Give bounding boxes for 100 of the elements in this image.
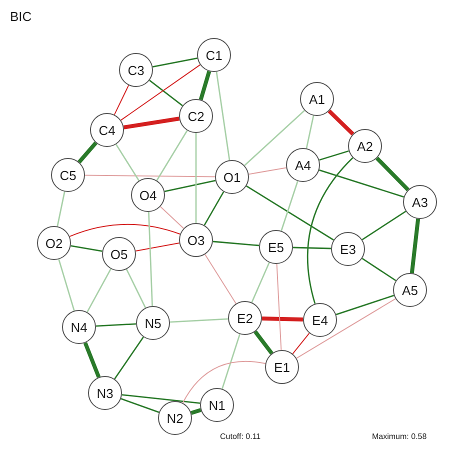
edge-line — [182, 360, 266, 404]
edge-line — [198, 70, 212, 100]
edge-line — [216, 72, 230, 160]
node-label: A1 — [309, 92, 325, 106]
edge-line — [246, 185, 334, 241]
edge-line — [78, 142, 98, 164]
node-circle — [197, 38, 231, 72]
edge-line — [69, 224, 181, 237]
node-circle — [403, 185, 437, 219]
node-label: E5 — [268, 240, 284, 254]
node-circle — [88, 376, 122, 410]
node-circle — [179, 99, 213, 133]
node-label: A2 — [357, 138, 373, 154]
node-label: C4 — [98, 122, 116, 138]
edge-line — [160, 206, 184, 229]
edge-line — [292, 246, 332, 250]
node-circle — [215, 160, 249, 194]
node-circle — [102, 237, 136, 271]
node-label: O3 — [187, 232, 205, 248]
edge-line — [318, 169, 404, 198]
edge-line — [307, 157, 354, 304]
node-circle — [300, 82, 334, 116]
edge-line — [204, 254, 236, 304]
edge-line — [96, 323, 136, 327]
node-circle — [51, 158, 85, 192]
node-label: E3 — [340, 242, 356, 256]
node-circle — [90, 113, 124, 147]
edge-line — [190, 408, 202, 415]
edge-line — [204, 191, 224, 226]
edge-line — [410, 218, 420, 274]
node-label: N4 — [70, 320, 88, 334]
node-label: A4 — [295, 158, 311, 172]
edge-line — [262, 316, 304, 322]
node-label: C1 — [206, 48, 222, 62]
node-label: N3 — [96, 386, 114, 400]
node-circle — [393, 273, 427, 307]
edge-line — [135, 242, 180, 252]
node-circle — [259, 230, 293, 264]
node-circle — [179, 223, 213, 257]
edge-line — [120, 398, 160, 413]
edge-line — [280, 180, 298, 232]
node-label: N2 — [166, 410, 184, 426]
edge-line — [148, 212, 153, 306]
edge-line — [114, 84, 130, 116]
edge-line — [170, 318, 228, 323]
edge-line — [248, 167, 287, 175]
node-circle — [37, 226, 71, 260]
node-label: A5 — [402, 282, 418, 298]
note-text: Cutoff: 0.11 — [220, 432, 261, 441]
edge-line — [276, 264, 282, 350]
node-label: N1 — [208, 398, 226, 412]
edge-line — [319, 150, 349, 161]
edge-line — [120, 64, 201, 121]
node-label: N5 — [144, 316, 162, 330]
node-circle — [158, 401, 192, 435]
edge-line — [156, 130, 188, 181]
edge-line — [362, 258, 396, 282]
node-label: C2 — [188, 108, 204, 124]
node-circle — [119, 53, 153, 87]
node-label: O5 — [110, 246, 128, 262]
edge-line — [375, 156, 410, 192]
edge-line — [149, 80, 183, 106]
edge-line — [58, 259, 75, 311]
node-label: A3 — [412, 194, 428, 210]
edge-line — [86, 268, 112, 312]
node-circle — [265, 350, 299, 384]
edge-line — [116, 144, 140, 181]
edge-line — [296, 298, 396, 359]
node-circle — [348, 129, 382, 163]
edge-line — [70, 245, 102, 252]
node-circle — [228, 301, 262, 335]
edge-line — [83, 342, 101, 378]
node-label: E4 — [312, 312, 328, 328]
node-circle — [331, 232, 365, 266]
edge-line — [292, 332, 310, 354]
node-label: C3 — [128, 62, 144, 78]
edge-line — [114, 336, 144, 380]
edge-line — [195, 133, 197, 223]
edge-line — [336, 294, 394, 316]
node-label: O4 — [139, 188, 157, 202]
node-circle — [303, 303, 337, 337]
edge-line — [306, 115, 314, 149]
edge-line — [254, 330, 274, 355]
edge-line — [362, 210, 406, 240]
node-label: E2 — [237, 310, 253, 326]
edge-line — [222, 334, 240, 390]
node-circle — [200, 388, 234, 422]
edge-line — [328, 109, 354, 136]
edge-line — [56, 192, 66, 226]
node-label: C5 — [60, 168, 76, 182]
edge-line — [164, 180, 216, 192]
edge-line — [126, 268, 146, 308]
edge-line — [244, 110, 305, 166]
node-circle — [286, 148, 320, 182]
node-circle — [131, 178, 165, 212]
edge-line — [84, 174, 216, 178]
edge-line — [152, 58, 198, 68]
title: BIC — [10, 9, 32, 24]
node-circle — [136, 306, 170, 340]
node-label: O1 — [223, 170, 241, 184]
